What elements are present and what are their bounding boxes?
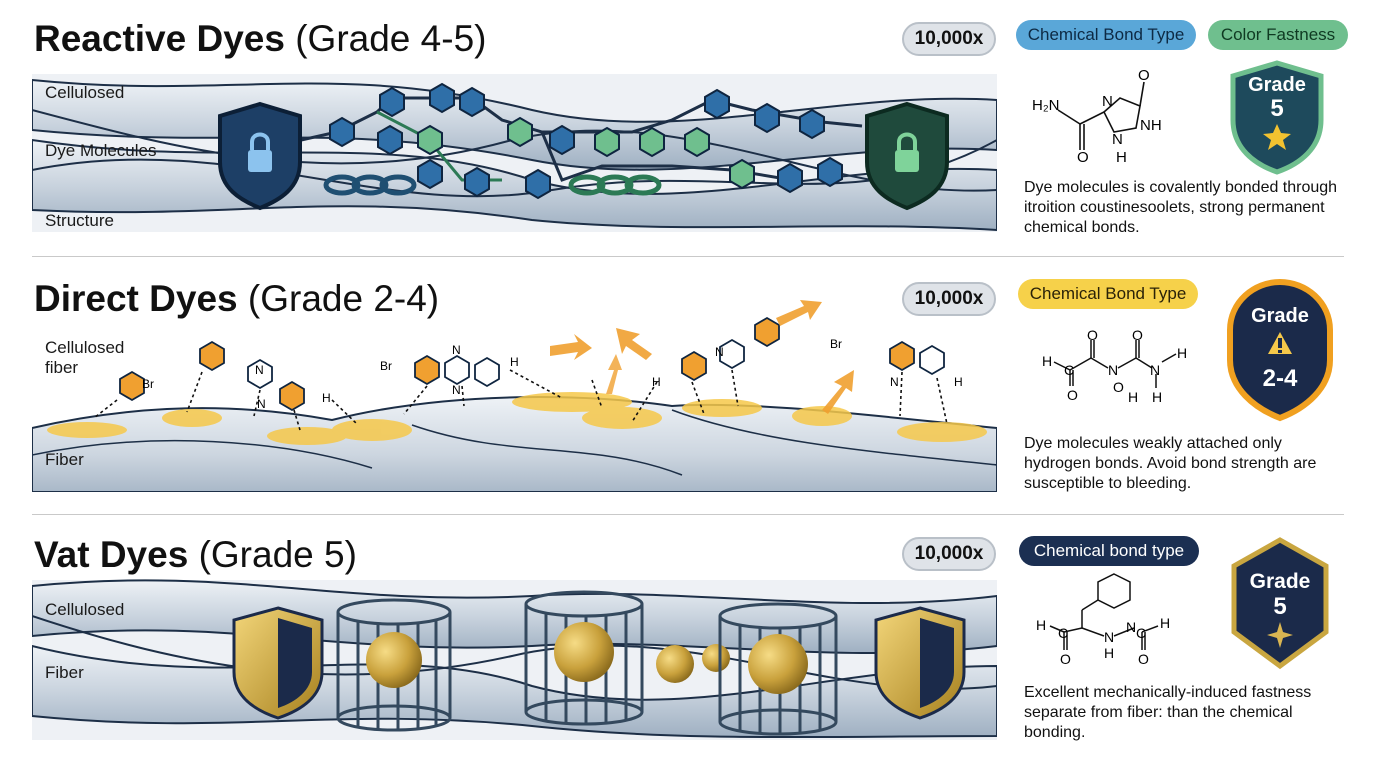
sparkle-star-icon [1267,622,1293,648]
mol-label-o2: O [1132,328,1143,343]
atom-h-1: H [322,391,331,405]
title-grade: (Grade 5) [198,534,357,575]
zoom-badge: 10,000x [902,537,996,571]
atom-n-6: N [890,375,899,389]
title-bold: Vat Dyes [34,534,189,575]
grade-badge: Grade 2-4 [1227,278,1333,422]
section-description: Excellent mechanically-induced fastness … [1024,684,1312,741]
badge-word: Grade [1251,305,1309,327]
label-fiber: fiber [45,358,79,377]
mol-label-h3: H [1160,615,1170,631]
direct-fiber-diagram: Br N N H Br N N H H N Br N H [31,290,998,493]
title-bold: Direct Dyes [34,278,238,319]
shield-gold-icon [874,606,966,720]
mol-label-o: O [1077,149,1089,166]
section-title: Direct Dyes (Grade 2-4) [34,278,439,320]
label-fiber: Fiber [45,663,84,682]
title-bold: Reactive Dyes [34,18,285,59]
mol-label-o3: O [1067,387,1078,403]
section-description: Dye molecules is covalently bonded throu… [1024,179,1338,236]
section-title: Reactive Dyes (Grade 4-5) [34,18,486,60]
section-reactive-dyes: Reactive Dyes (Grade 4-5) 10,000x Chemic… [0,0,1376,250]
mol-label-n: N [1108,362,1118,378]
mol-label-h2n: H₂N [1032,97,1060,114]
direct-fiber-illustration: Br N N H Br N N H H N Br N H [31,300,998,493]
badge-value: 5 [1273,593,1286,620]
mol-label-h4: H [1128,389,1138,405]
atom-h-2: H [510,355,519,369]
atom-n-5: N [715,345,724,359]
mol-label-h: H [1042,353,1052,369]
atom-n-4: N [452,383,461,397]
mol-label-o4: O [1113,379,1124,395]
zoom-badge: 10,000x [902,22,996,56]
badge-word: Grade [1250,570,1311,593]
reactive-fiber-diagram [31,70,998,236]
atom-h-3: H [652,375,661,389]
title-grade: (Grade 2-4) [247,278,440,319]
grade-badge: Grade 5 [1230,60,1324,175]
mol-label-nh: NH [1140,117,1162,134]
section-direct-dyes: Direct Dyes (Grade 2-4) 10,000x Chemical… [0,260,1376,510]
atom-br-2: Br [380,359,392,373]
star-icon [1263,124,1291,150]
vat-fiber-illustration [31,579,998,740]
section-description: Dye molecules weakly attached only hydro… [1024,435,1317,492]
direct-molecule-structure: O O H C N N H H O O H [1042,328,1186,405]
title-grade: (Grade 4-5) [295,18,487,59]
mol-label-n: N [1104,629,1114,645]
atom-n-2: N [257,397,266,411]
vat-molecule-structure: H C O N H N C H O [1036,573,1170,667]
atom-h-4: H [954,375,963,389]
mol-label-h2: H [1104,645,1114,661]
badge-value: 2-4 [1263,365,1298,392]
section-vat-dyes: Vat Dyes (Grade 5) 10,000x Chemical bond… [0,518,1376,768]
badge-word: Grade [1248,74,1306,96]
color-fastness-pill: Color Fastness [1208,20,1348,50]
mol-label-o: O [1087,328,1098,343]
atom-br-1: Br [142,377,154,391]
reactive-fiber-illustration [31,74,998,232]
mol-label-h: H [1116,149,1127,166]
divider [32,256,1344,257]
reactive-molecule-structure: H₂N O N NH N H O [1032,67,1162,166]
lock-shield-green-icon [865,101,949,211]
vat-fiber-diagram [31,576,998,744]
mol-label-c: C [1064,362,1074,378]
mol-label-h3: H [1152,389,1162,405]
mol-label-c2: C [1136,625,1146,641]
label-cellulosed: Cellulosed [45,600,125,619]
mol-label-h: H [1036,617,1046,633]
divider [32,514,1344,515]
chemical-bond-type-pill: Chemical bond type [1019,536,1199,566]
section-title: Vat Dyes (Grade 5) [34,534,357,576]
mol-label-n2: N [1112,131,1123,148]
label-structure: Structure [45,211,114,230]
atom-n-3: N [452,343,461,357]
shield-gold-icon [232,606,324,720]
mol-label-o2: O [1138,651,1149,667]
zoom-badge: 10,000x [902,282,996,316]
mol-label-n2: N [1126,619,1136,635]
chemical-bond-type-pill: Chemical Bond Type [1016,20,1196,50]
label-cellulosed: Cellulosed [45,338,125,357]
mol-label-n: N [1102,93,1113,110]
mol-label-o2: O [1138,67,1150,84]
chemical-bond-type-pill: Chemical Bond Type [1018,279,1198,309]
mol-label-c: C [1058,625,1068,641]
grade-badge: Grade 5 [1231,537,1329,670]
atom-br-3: Br [830,337,842,351]
lock-shield-blue-icon [218,101,302,211]
mol-label-o: O [1060,651,1071,667]
badge-value: 5 [1270,95,1283,122]
label-cellulosed: Cellulosed [45,83,125,102]
mol-label-n2: N [1150,362,1160,378]
label-dye-molecules: Dye Molecules [45,141,157,160]
mol-label-h2: H [1177,345,1186,361]
label-fiber-lower: Fiber [45,450,84,469]
atom-n-1: N [255,363,264,377]
